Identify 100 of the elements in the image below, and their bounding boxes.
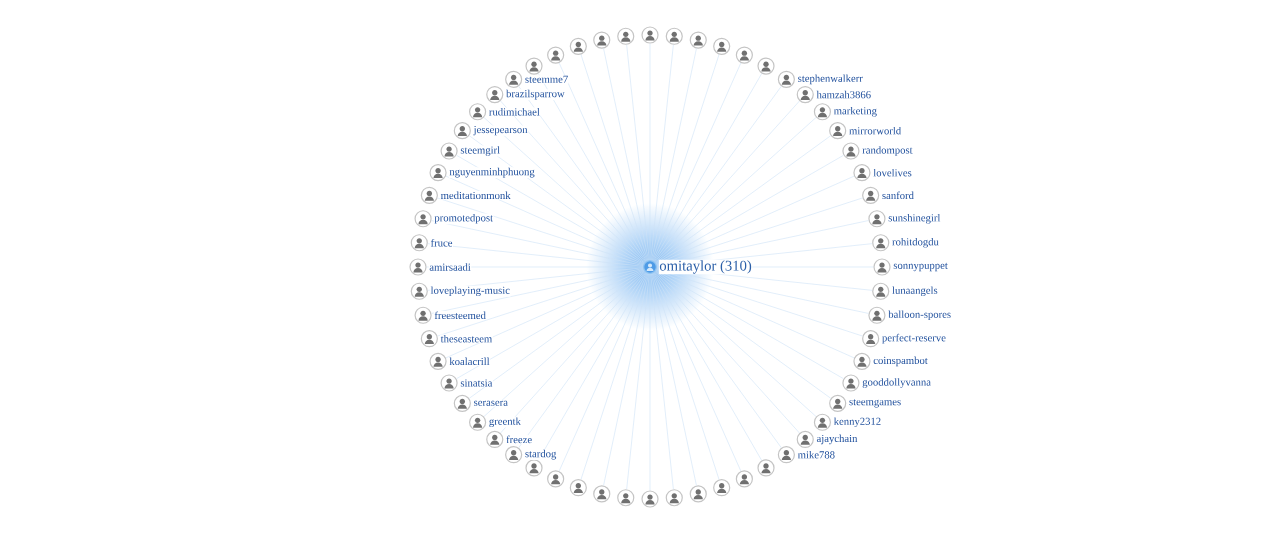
avatar-icon [665,489,683,507]
avatar-icon [872,282,890,300]
link-line [650,273,674,490]
avatar-icon [505,446,523,464]
link-line [483,271,646,417]
avatar-icon [525,57,543,75]
avatar-icon [453,394,471,412]
link-line [445,269,644,359]
avatar-icon [409,258,427,276]
link-line [431,220,644,266]
link-line [656,175,855,265]
avatar-icon [429,164,447,182]
avatar-icon [853,164,871,182]
avatar-icon [420,186,438,204]
avatar-icon [469,413,487,431]
user-name: jessepearson [473,125,529,136]
avatar-icon [486,430,504,448]
user-name: freeze [505,435,533,444]
link-line [456,270,645,379]
user-name: serasera [473,400,509,407]
user-name: steemme7 [524,75,569,84]
link-line [654,100,800,263]
avatar-icon [429,352,447,370]
link-line [656,220,869,266]
link-line [651,54,720,261]
avatar-icon [410,234,428,252]
avatar-icon [641,490,659,508]
avatar-icon [414,306,432,324]
avatar-icon [469,103,487,121]
user-name: stardog [524,449,557,461]
avatar-icon [410,282,428,300]
avatar-icon [862,186,880,204]
user-name: fruce [430,238,453,248]
user-name: hamzah3866 [816,90,872,99]
link-line [580,54,649,261]
link-line [558,273,648,472]
link-line [656,268,863,337]
avatar-icon [868,306,886,324]
user-name: rudimichael [488,107,541,117]
avatar-icon [689,31,707,49]
link-line [650,44,674,261]
avatar-icon [853,352,871,370]
avatar-icon [617,27,635,45]
user-name: theseasteem [440,334,493,343]
link-line [445,175,644,265]
link-line [653,272,762,461]
avatar-icon [440,142,458,160]
avatar-icon [735,46,753,64]
link-line [653,73,762,262]
user-name: amirsaadi [428,262,472,272]
avatar-icon [414,210,432,228]
avatar-icon [689,485,707,503]
link-line [538,272,647,461]
link-line [656,268,869,314]
link-line [652,62,742,261]
user-name: sanford [881,190,915,200]
link-line [603,48,649,261]
link-line [431,268,644,314]
avatar-icon [593,31,611,49]
user-name: sunshinegirl [887,213,941,225]
user-name: mike788 [797,450,836,459]
link-line [654,117,817,263]
user-name: mirrorworld [848,126,902,135]
user-name: meditationmonk [440,191,512,200]
avatar-icon [665,27,683,45]
user-name: steemgirl [459,145,501,157]
user-name: rohitdogdu [891,237,940,249]
user-name: koalacrill [448,357,491,366]
avatar-icon [569,479,587,497]
link-line [656,269,855,359]
user-name: ajaychain [816,434,858,445]
link-line [655,155,844,264]
user-name: sinatsia [459,378,493,388]
avatar-icon [868,210,886,228]
link-line [656,197,863,266]
avatar-icon [593,485,611,503]
link-line [518,85,647,262]
link-line [654,271,817,417]
avatar-icon [829,394,847,412]
link-line [651,273,720,480]
link-line [653,85,782,262]
avatar-icon [547,470,565,488]
user-name: freesteemed [433,310,487,320]
link-line [655,270,844,379]
avatar-icon [453,122,471,140]
avatar-icon [829,122,847,140]
avatar-icon [569,37,587,55]
link-line [626,273,650,490]
link-line [558,62,648,261]
avatar-icon [777,446,795,464]
user-name: coinspambot [872,356,929,367]
avatar-icon [796,430,814,448]
user-name: sonnypuppet [892,262,949,272]
link-line [653,272,782,449]
user-name: marketing [833,106,878,118]
link-line [500,100,646,263]
link-line [518,272,647,449]
link-line [655,270,832,399]
link-line [652,273,742,472]
user-name: kenny2312 [833,416,882,428]
